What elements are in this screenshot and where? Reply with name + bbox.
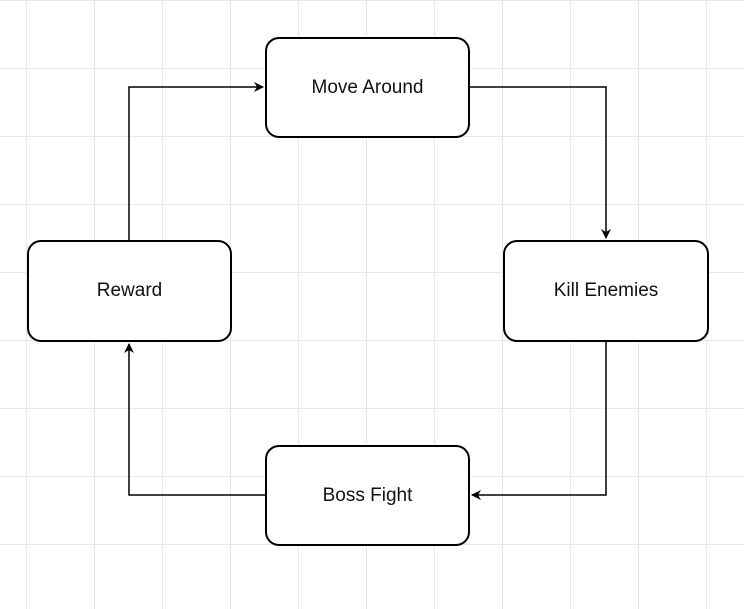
edge-boss-fight-to-reward[interactable] xyxy=(124,343,265,496)
edge-move-around-to-kill-enemies[interactable] xyxy=(470,86,611,239)
node-label: Move Around xyxy=(311,76,424,98)
edge-kill-enemies-to-boss-fight[interactable] xyxy=(471,342,607,500)
node-label: Boss Fight xyxy=(322,484,413,506)
edge-reward-to-move-around[interactable] xyxy=(128,82,264,240)
node-label: Reward xyxy=(96,280,163,301)
node-reward[interactable]: Reward xyxy=(27,240,232,342)
node-label: Kill Enemies xyxy=(553,280,659,301)
node-move-around[interactable]: Move Around xyxy=(265,37,470,138)
node-kill-enemies[interactable]: Kill Enemies xyxy=(503,240,709,342)
node-boss-fight[interactable]: Boss Fight xyxy=(265,445,470,546)
